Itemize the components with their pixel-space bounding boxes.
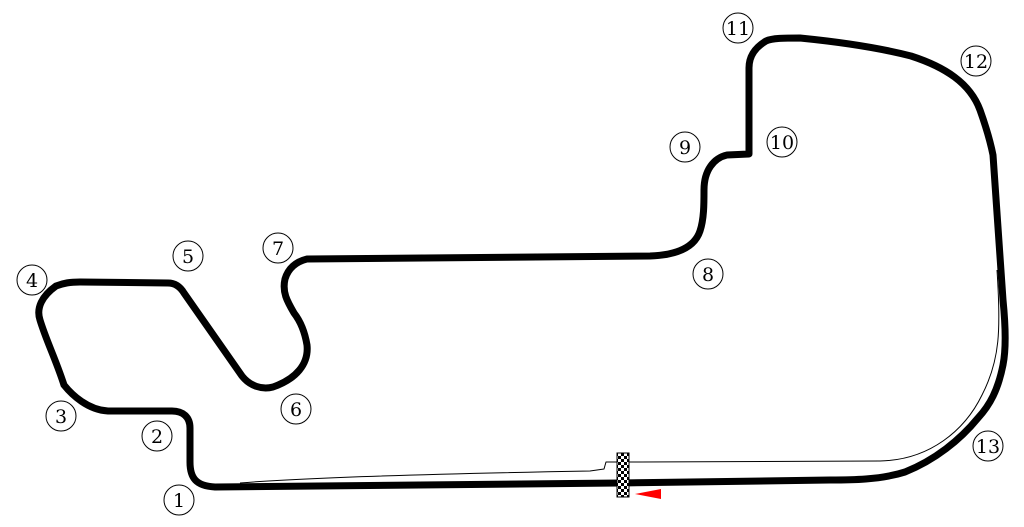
turn-label-11: 11 — [726, 18, 750, 40]
turn-marker-10: 10 — [766, 126, 798, 158]
turn-marker-11: 11 — [722, 12, 754, 44]
turn-marker-8: 8 — [692, 258, 724, 290]
arrow-left-icon — [635, 489, 661, 499]
turn-label-9: 9 — [679, 137, 691, 159]
turn-marker-3: 3 — [45, 400, 77, 432]
turn-marker-1: 1 — [163, 484, 195, 516]
turn-label-6: 6 — [290, 399, 302, 421]
turn-marker-4: 4 — [16, 264, 48, 296]
turn-label-10: 10 — [770, 132, 794, 154]
turn-marker-6: 6 — [280, 393, 312, 425]
turn-label-5: 5 — [182, 246, 194, 268]
pit-lane — [239, 269, 1000, 484]
turn-marker-12: 12 — [960, 45, 992, 77]
turn-label-1: 1 — [173, 490, 185, 512]
turn-marker-7: 7 — [262, 232, 294, 264]
track-outline — [35, 34, 1009, 491]
turn-label-7: 7 — [272, 238, 284, 260]
turn-label-12: 12 — [964, 51, 988, 73]
turn-marker-13: 13 — [972, 430, 1004, 462]
turn-marker-2: 2 — [141, 420, 173, 452]
turn-marker-5: 5 — [172, 240, 204, 272]
turn-label-2: 2 — [151, 426, 163, 448]
checkered-flag-line — [616, 452, 630, 498]
turn-label-3: 3 — [55, 406, 67, 428]
turn-marker-9: 9 — [669, 131, 701, 163]
turn-label-8: 8 — [702, 264, 714, 286]
turn-label-4: 4 — [26, 270, 38, 292]
turn-label-13: 13 — [976, 436, 1000, 458]
